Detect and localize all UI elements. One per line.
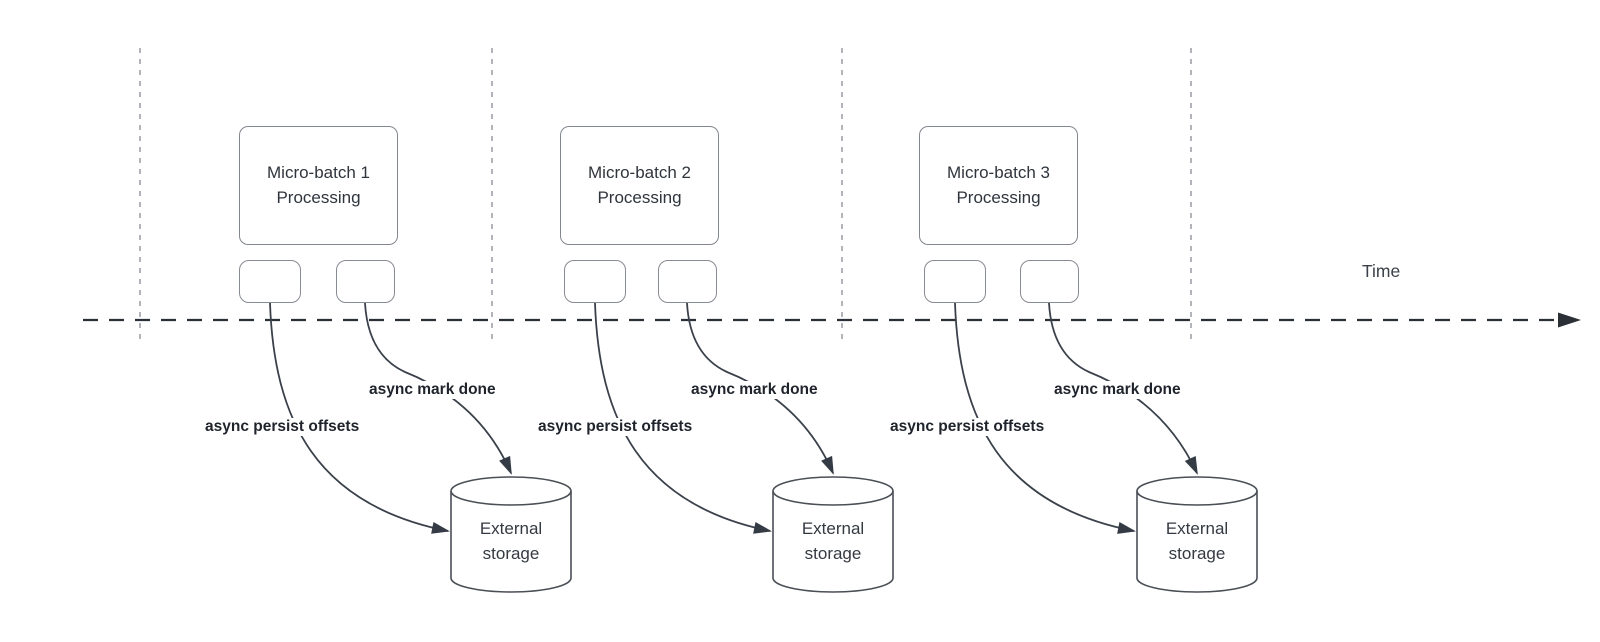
external-storage-label-3-line1: External — [1165, 519, 1229, 538]
time-label: Time — [1362, 261, 1401, 281]
external-storage-cylinder-1 — [450, 476, 572, 593]
micro-batch-3-title: Micro-batch 3 Processing — [947, 161, 1050, 210]
micro-batch-2-processing-box: Micro-batch 2 Processing — [560, 126, 719, 245]
mark-done-arrow-3 — [1048, 302, 1198, 475]
micro-batch-2-title-line1: Micro-batch 2 — [588, 163, 691, 182]
mark-done-label-1: async mark done — [366, 381, 499, 399]
micro-batch-3-title-line2: Processing — [956, 187, 1041, 207]
external-storage-label-2-line2: storage — [804, 544, 862, 563]
mark-done-arrow-1 — [364, 302, 512, 475]
persist-offsets-task-box-3 — [924, 260, 986, 303]
external-storage-label-3: External storage — [1137, 516, 1257, 566]
micro-batch-1-title-line2: Processing — [276, 187, 361, 207]
mark-done-arrow-2 — [686, 302, 834, 475]
external-storage-label-1-line1: External — [479, 519, 543, 538]
mark-done-label-2: async mark done — [688, 381, 821, 399]
micro-batch-1-title: Micro-batch 1 Processing — [267, 161, 370, 210]
micro-batch-1-title-line1: Micro-batch 1 — [267, 163, 370, 182]
micro-batch-3-processing-box: Micro-batch 3 Processing — [919, 126, 1078, 245]
mark-done-task-box-2 — [658, 260, 717, 303]
persist-offsets-task-box-2 — [564, 260, 626, 303]
persist-offsets-task-box-1 — [239, 260, 301, 303]
persist-offsets-label-3: async persist offsets — [887, 418, 1048, 436]
micro-batch-2-title-line2: Processing — [597, 187, 682, 207]
external-storage-label-2-line1: External — [801, 519, 865, 538]
external-storage-cylinder-2 — [772, 476, 894, 593]
persist-offsets-label-2: async persist offsets — [535, 418, 696, 436]
persist-offsets-arrow-3 — [954, 302, 1136, 534]
external-storage-label-1-line2: storage — [482, 544, 540, 563]
micro-batch-3-title-line1: Micro-batch 3 — [947, 163, 1050, 182]
time-axis-arrowhead — [1558, 312, 1581, 328]
external-storage-cylinder-3 — [1136, 476, 1258, 593]
external-storage-label-3-line2: storage — [1168, 544, 1226, 563]
persist-offsets-label-1: async persist offsets — [202, 418, 363, 436]
mark-done-label-3: async mark done — [1051, 381, 1184, 399]
micro-batch-1-processing-box: Micro-batch 1 Processing — [239, 126, 398, 245]
external-storage-label-2: External storage — [773, 516, 893, 566]
mark-done-task-box-3 — [1020, 260, 1079, 303]
micro-batch-2-title: Micro-batch 2 Processing — [588, 161, 691, 210]
mark-done-task-box-1 — [336, 260, 395, 303]
persist-offsets-arrow-1 — [269, 302, 450, 534]
external-storage-label-1: External storage — [451, 516, 571, 566]
persist-offsets-arrow-2 — [594, 302, 772, 534]
